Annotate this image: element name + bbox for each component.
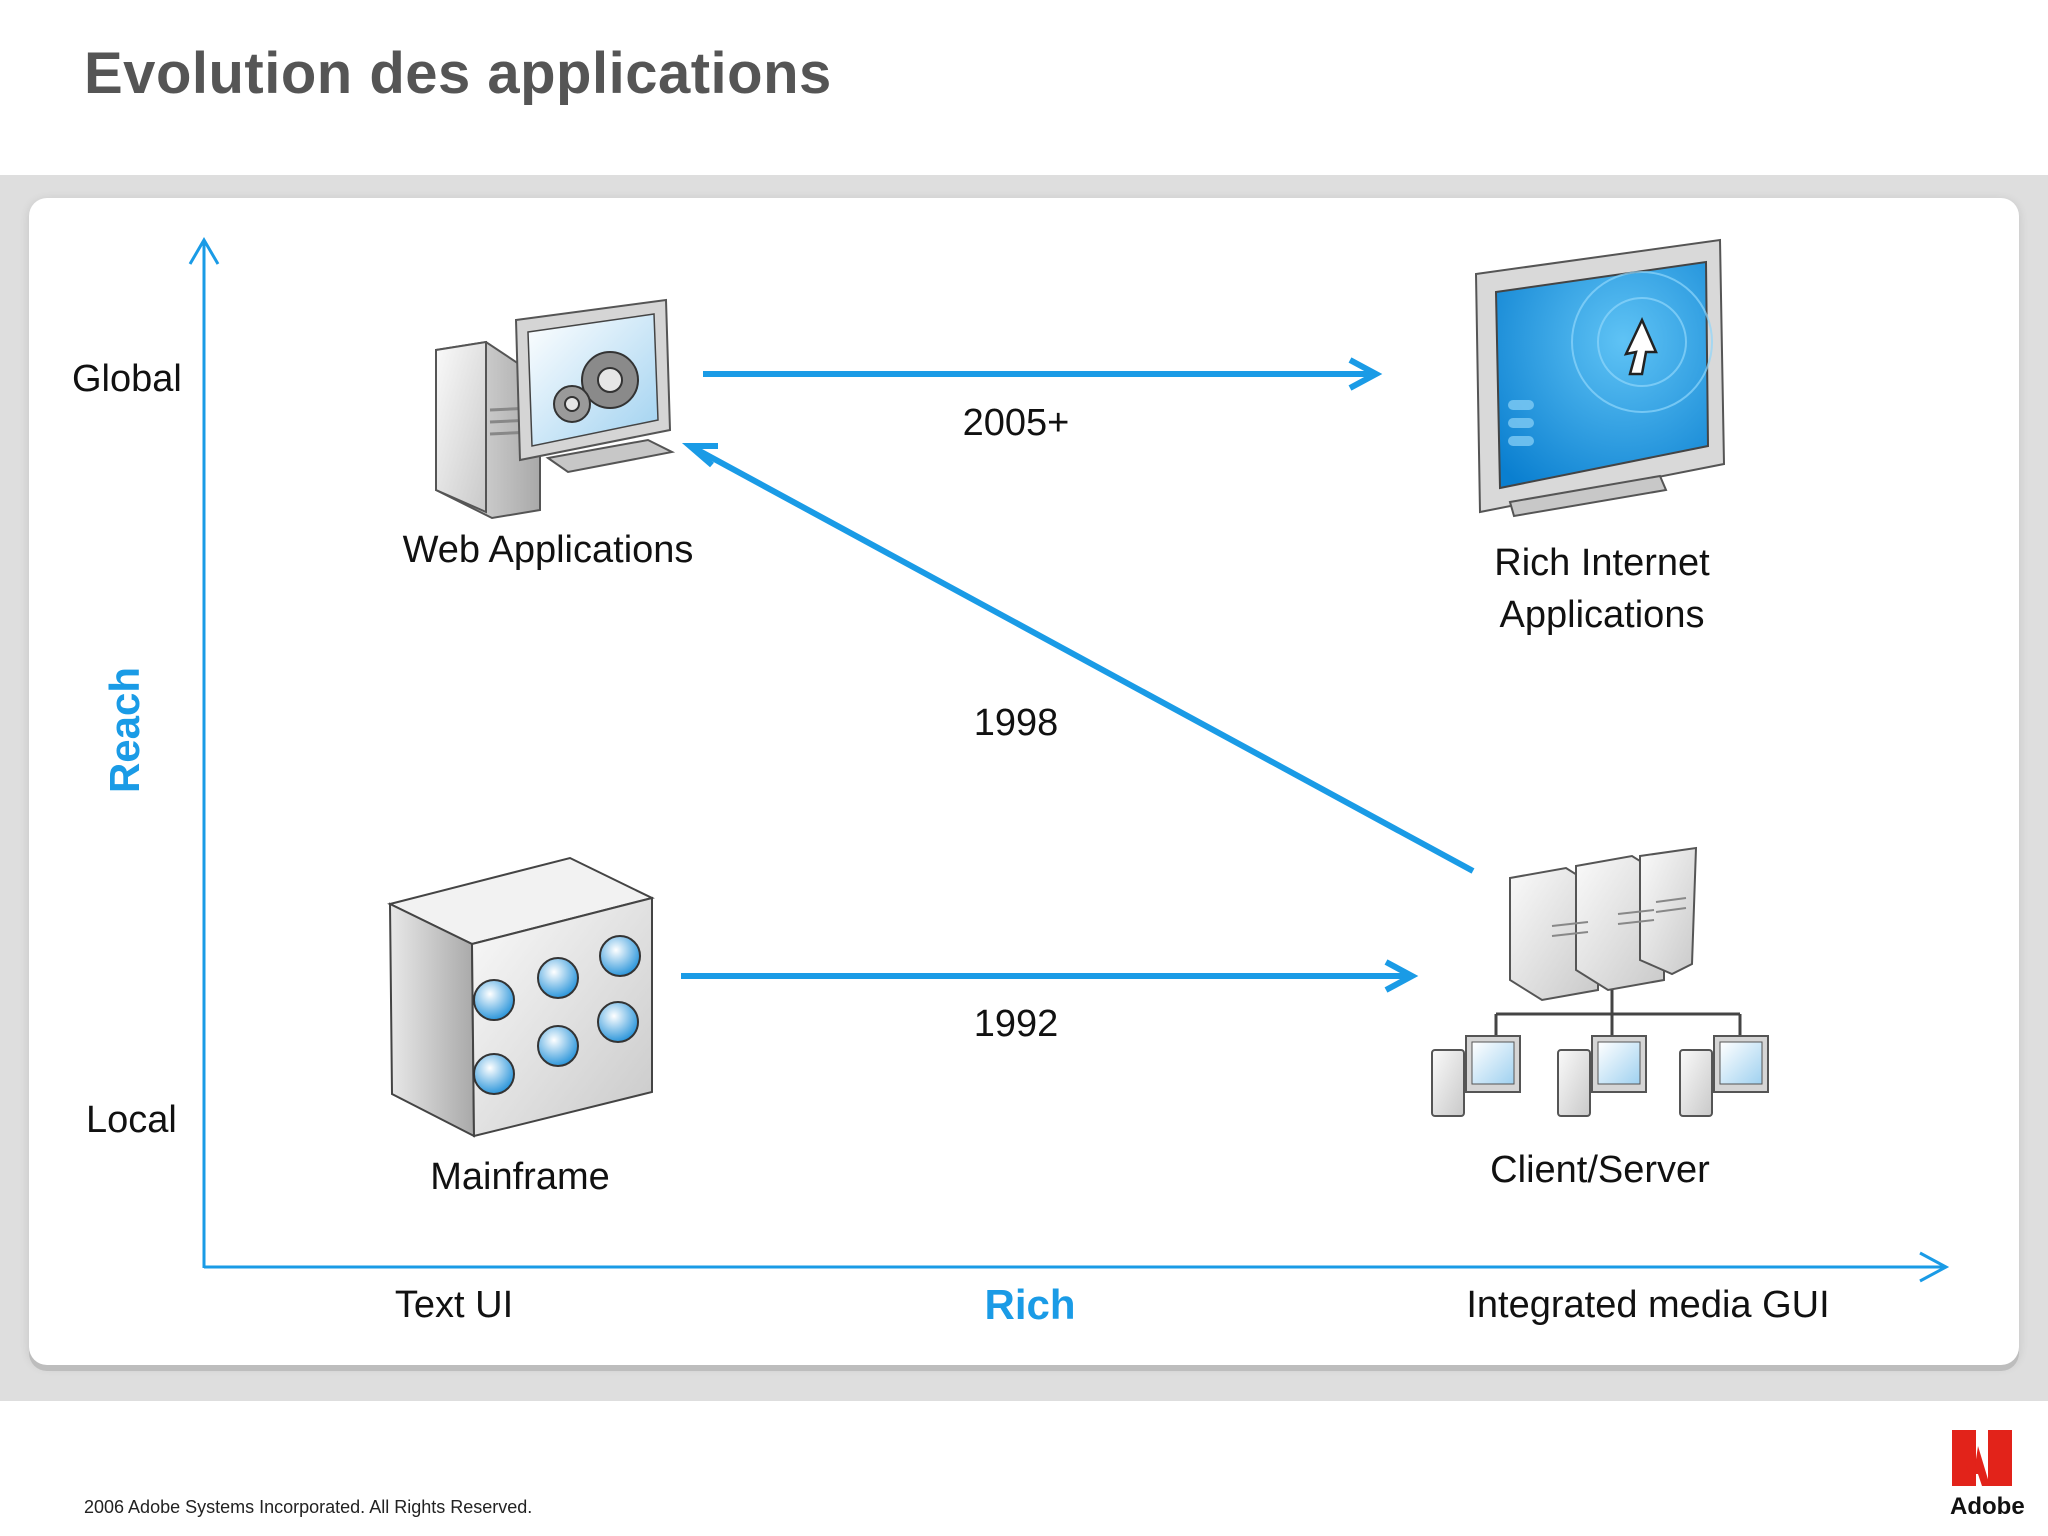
adobe-logo-icon (1952, 1430, 2012, 1486)
year-1992-label: 1992 (973, 1003, 1059, 1045)
rich-internet-label-line1: Rich Internet (1494, 542, 1710, 584)
client-server-label: Client/Server (1490, 1149, 1710, 1191)
y-bottom-label: Local (86, 1099, 177, 1141)
rich-internet-label-line2: Applications (1499, 594, 1705, 636)
y-axis-title: Reach (101, 666, 148, 794)
mainframe-label: Mainframe (430, 1156, 610, 1198)
client-pc-3 (1679, 1035, 1769, 1117)
year-2005-label: 2005+ (962, 402, 1070, 444)
adobe-logo-text: Adobe (1950, 1493, 2025, 1520)
slide-title: Evolution des applications (84, 41, 832, 106)
mainframe-icon (387, 856, 655, 1138)
monitor-with-cursor-icon (1474, 238, 1726, 518)
web-applications-label: Web Applications (402, 529, 694, 571)
client-server-network-icon (1431, 846, 1769, 1117)
year-1998-label: 1998 (973, 702, 1059, 744)
client-pc-1 (1431, 1035, 1521, 1117)
x-axis (204, 1251, 1950, 1283)
y-axis (188, 237, 220, 1268)
x-axis-title: Rich (984, 1281, 1076, 1328)
x-right-label: Integrated media GUI (1466, 1284, 1830, 1326)
copyright-footer: 2006 Adobe Systems Incorporated. All Rig… (84, 1497, 533, 1517)
arrow-client-server-to-web (681, 443, 1475, 874)
arrow-web-to-rich-internet (703, 357, 1383, 391)
arrow-mainframe-to-client-server (681, 959, 1419, 993)
client-pc-2 (1557, 1035, 1647, 1117)
computer-with-gears-icon (435, 298, 676, 520)
x-left-label: Text UI (394, 1284, 514, 1326)
y-top-label: Global (72, 358, 182, 400)
